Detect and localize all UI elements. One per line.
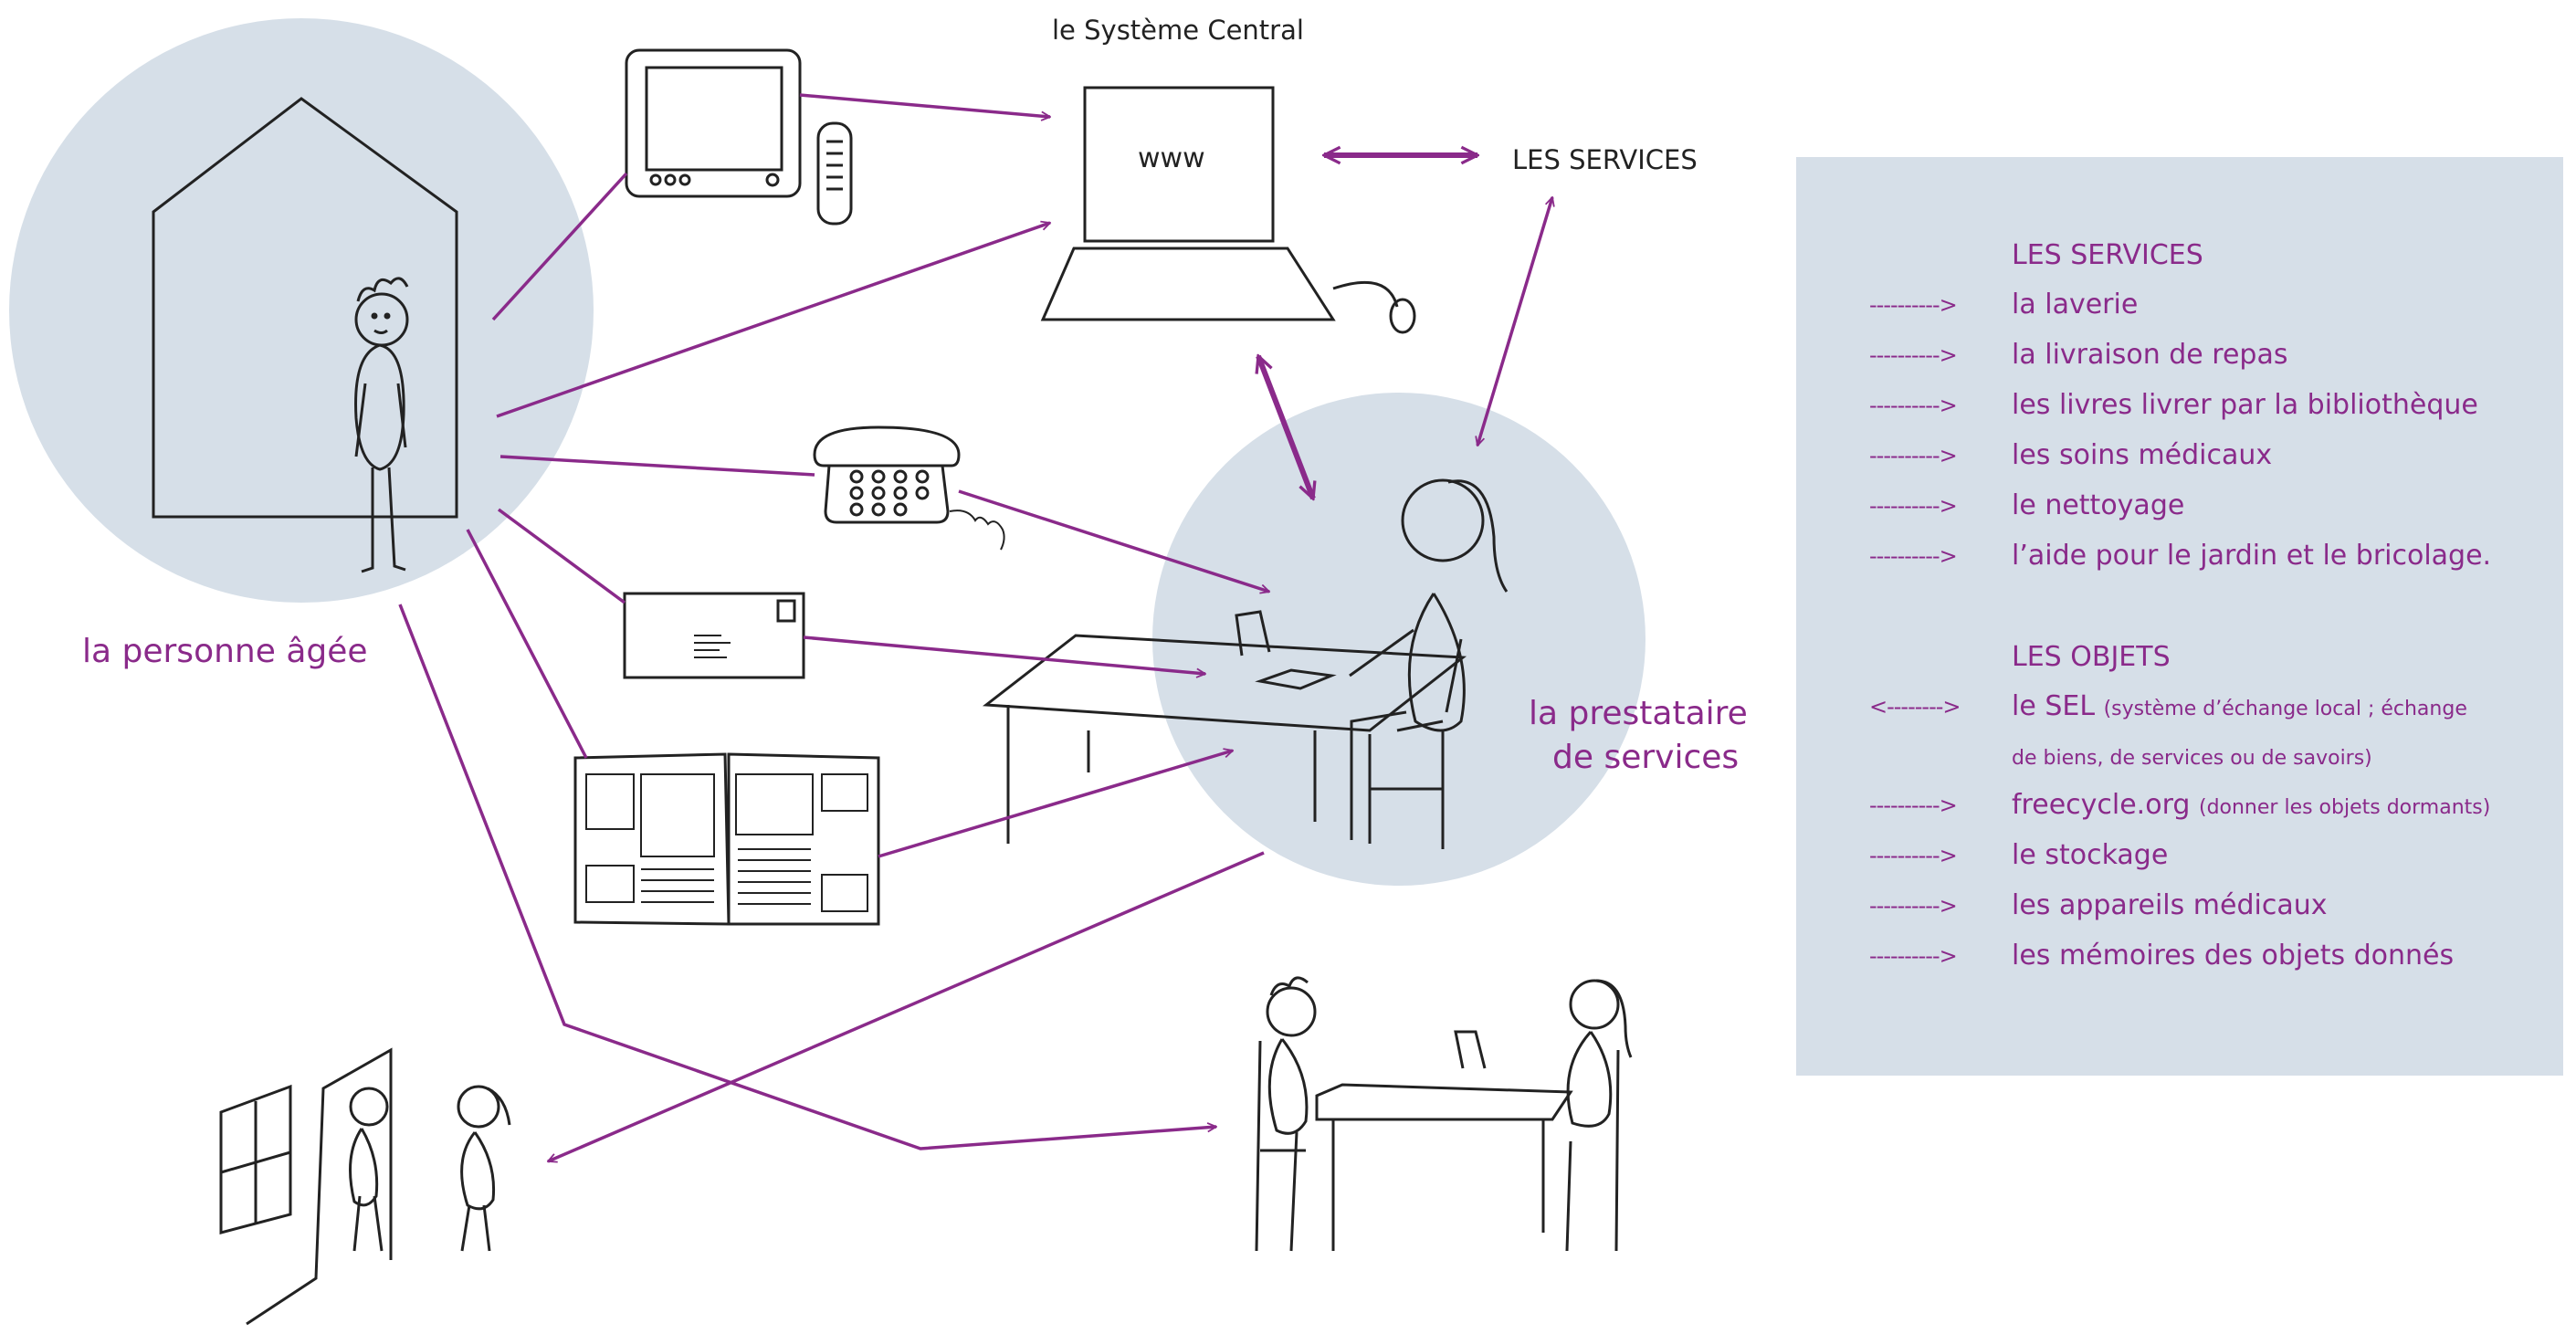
envelope-icon	[623, 592, 805, 679]
legend-item-text: les appareils médicaux	[2012, 889, 2328, 921]
arrow-house-to-meeting	[398, 604, 1216, 1150]
dashed-arrow-icon: ---------->	[1869, 893, 1958, 919]
dashed-arrow-icon: ---------->	[1869, 543, 1958, 569]
provider-label-line2: de services	[1552, 739, 1740, 776]
legend-item-text: les soins médicaux	[2012, 439, 2273, 471]
legend-item-text: le stockage	[2012, 839, 2169, 871]
legend-item-text: freecycle.org	[2012, 789, 2191, 821]
arrow-tv-to-system	[799, 93, 1050, 117]
dashed-arrow-icon: ---------->	[1869, 843, 1958, 868]
legend-item-text: l’aide pour le jardin et le bricolage.	[2012, 540, 2492, 572]
dashed-arrow-icon: ---------->	[1869, 342, 1958, 368]
arrow-services-provider	[1477, 197, 1552, 446]
legend-services-title: LES SERVICES	[2012, 239, 2203, 271]
central-system-label: le Système Central	[1052, 15, 1304, 46]
arrow-phone-to-provider	[958, 489, 1269, 592]
line-house-to-tv	[491, 172, 628, 321]
arrow-house-to-system	[496, 223, 1050, 418]
legend-item-text: la laverie	[2012, 289, 2139, 320]
legend-item-text: les livres livrer par la bibliothèque	[2012, 389, 2478, 421]
legend-item-text: les mémoires des objets donnés	[2012, 940, 2455, 972]
elderly-person-bubble	[9, 18, 594, 603]
dashed-arrow-icon: ---------->	[1869, 443, 1958, 468]
arrow-envelope-to-provider	[803, 635, 1205, 674]
dashed-arrow-icon: ---------->	[1869, 292, 1958, 318]
tv-screen-icon	[625, 48, 802, 198]
newspaper-icon	[573, 752, 880, 926]
arrow-provider-to-doorway	[548, 851, 1265, 1163]
house-icon	[152, 97, 458, 519]
remote-control-icon	[816, 121, 853, 226]
legend-item-text: la livraison de repas	[2012, 339, 2288, 371]
legend-item-note: (donner les objets dormants)	[2198, 796, 2491, 819]
computer-icon	[1040, 86, 1416, 334]
arrow-system-provider	[1258, 356, 1313, 499]
service-provider-figure	[982, 478, 1509, 849]
www-label: www	[1138, 142, 1205, 174]
legend-item-text: le nettoyage	[2012, 489, 2185, 521]
arrow-newspaper-to-provider	[878, 751, 1233, 858]
legend-objects-title: LES OBJETS	[2012, 641, 2171, 673]
legend-item-note: de biens, de services ou de savoirs)	[2012, 747, 2372, 770]
legend-item-note: (système d’échange local ; échange	[2103, 698, 2467, 720]
elderly-person-label: la personne âgée	[82, 633, 368, 670]
line-house-to-envelope	[497, 508, 626, 604]
doorway-scene	[219, 1047, 511, 1326]
provider-label-line1: la prestataire	[1529, 695, 1748, 732]
legend-panel: LES SERVICES ----------> la laverie ----…	[1796, 157, 2563, 1076]
services-node-label: LES SERVICES	[1512, 144, 1698, 175]
line-house-to-phone	[499, 455, 815, 477]
dashed-arrow-icon: ---------->	[1869, 943, 1958, 969]
line-house-to-newspaper	[466, 529, 588, 759]
dashed-arrow-icon: ---------->	[1869, 493, 1958, 519]
telephone-icon	[813, 425, 1005, 551]
flow-arrows	[398, 93, 1552, 1163]
meeting-scene	[1255, 976, 1633, 1252]
dashed-arrow-icon: ---------->	[1869, 793, 1958, 818]
dashed-arrow-icon: ---------->	[1869, 393, 1958, 418]
double-arrow-icon: <-------->	[1869, 694, 1961, 720]
legend-item-text: le SEL	[2012, 690, 2096, 722]
elderly-person-figure	[354, 277, 409, 573]
